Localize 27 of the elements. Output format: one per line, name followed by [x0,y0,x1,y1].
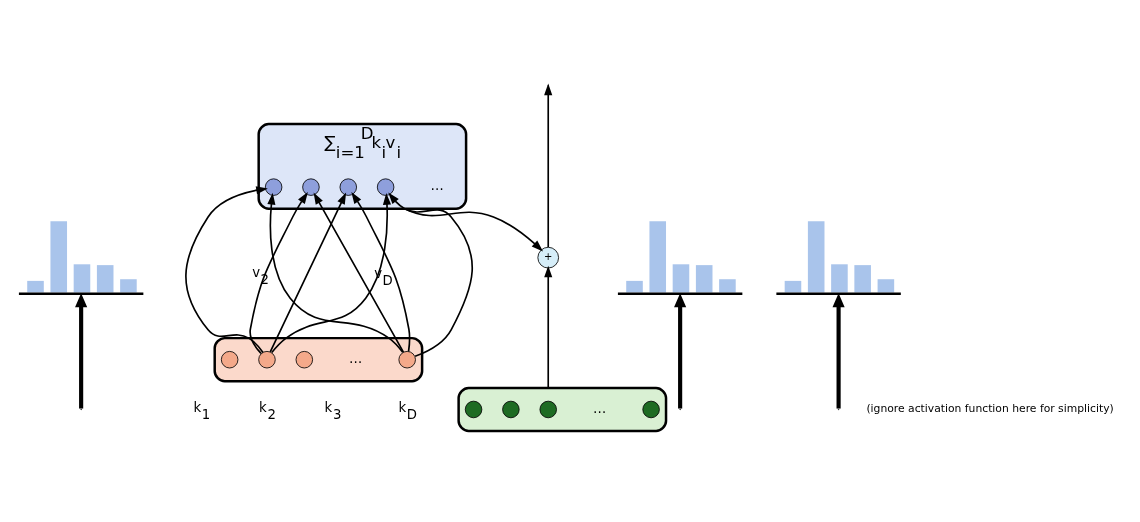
arrow [674,292,687,409]
arrow [75,292,88,409]
node-circle [339,177,357,196]
arrow [249,191,308,354]
arrow [388,192,473,357]
arrow [269,192,347,353]
arrow [544,83,553,248]
node-circle [295,350,314,368]
arrow [832,292,845,409]
arrow [351,191,411,352]
node-circle [220,350,239,368]
cluster: … [457,386,668,432]
node-circle [302,177,320,196]
cluster: … [213,336,424,382]
label: (ignore activation function here for simplicity) [866,401,1114,415]
node-circle [258,350,276,368]
node-circle [376,177,395,196]
node-circle [398,350,416,368]
node-circle [264,177,283,196]
arrow [185,185,268,353]
arrow [544,265,553,389]
node-circle: + [537,246,559,268]
node-circle [539,400,557,418]
node-circle [502,400,520,418]
node-circle [642,400,660,418]
node-circle [464,400,483,418]
arrow [313,192,405,353]
